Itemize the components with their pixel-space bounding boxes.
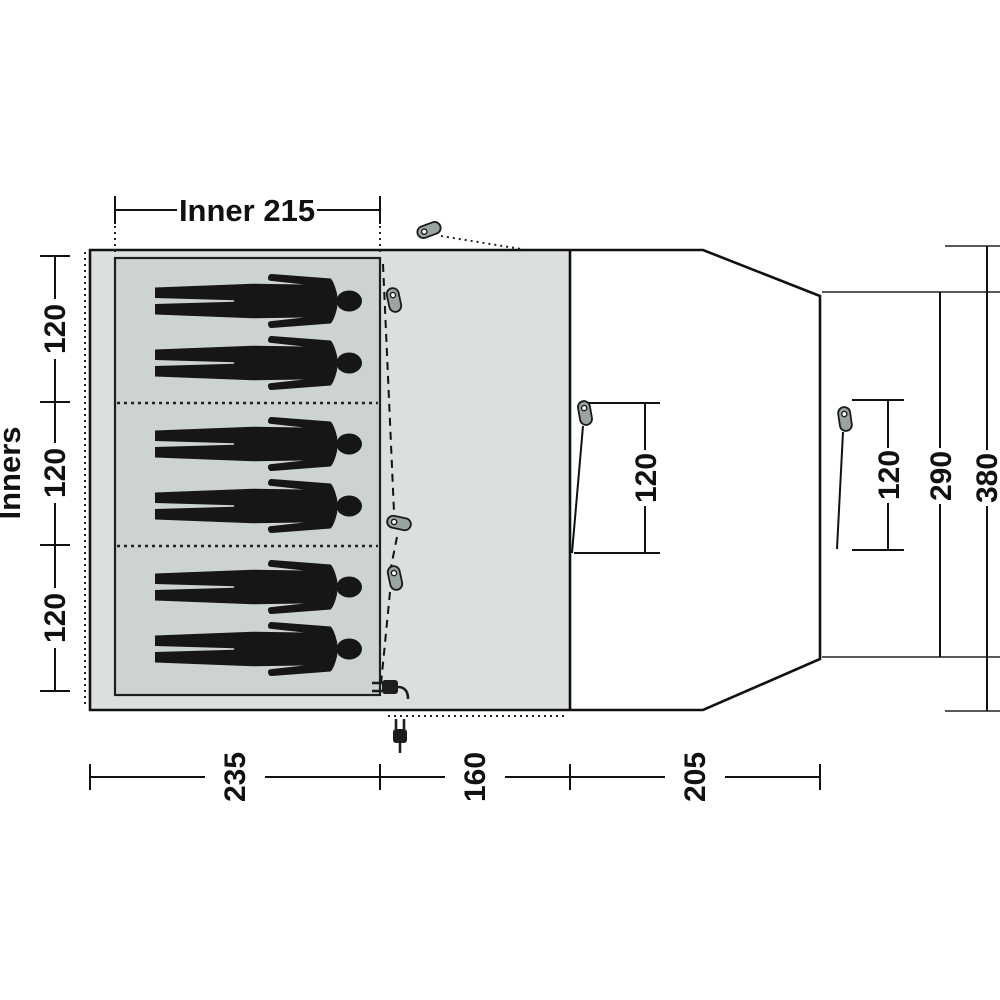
dim-right-guy: 120 — [852, 399, 906, 551]
dim-left-120-1: 120 — [39, 304, 72, 354]
dim-290: 290 — [925, 451, 958, 501]
inner-tent — [113, 256, 382, 697]
power-plug-cable-icon — [393, 719, 407, 753]
guy-dotted-line — [440, 235, 522, 250]
dim-bottom-235: 235 — [219, 752, 252, 802]
inner-tent-area — [113, 256, 382, 697]
dim-total-depth: 380 — [945, 245, 1000, 712]
dim-bottom-sections: 235 160 205 — [89, 752, 821, 802]
dim-left-120-3: 120 — [39, 593, 72, 643]
inner-width-label: Inner 215 — [179, 193, 315, 228]
dim-bottom-205: 205 — [679, 752, 712, 802]
door-dashed-line — [380, 591, 391, 685]
dim-right-depth: 290 — [822, 291, 1000, 658]
dim-bottom-160: 160 — [459, 752, 492, 802]
power-inlet — [372, 680, 410, 753]
label-inners: Inners — [0, 426, 27, 519]
power-plug-icon — [372, 680, 410, 700]
dim-inner-width: Inner 215 — [114, 193, 381, 256]
dim-left-120-2: 120 — [39, 448, 72, 498]
door-dashed-line — [390, 536, 398, 568]
guy-line — [571, 425, 584, 554]
guy-point-clip — [414, 219, 444, 241]
dim-right-120: 120 — [873, 450, 906, 500]
guy-line — [836, 431, 844, 550]
dim-380: 380 — [971, 453, 1000, 503]
tent-outer-wall — [88, 248, 822, 712]
guy-points — [384, 219, 854, 592]
guy-point-clip — [836, 405, 854, 433]
dim-left-sections: 120 120 120 — [39, 255, 72, 692]
dim-porch-120: 120 — [630, 453, 663, 503]
door-opening-lines — [380, 235, 522, 685]
dim-porch-guy: 120 — [574, 402, 663, 554]
